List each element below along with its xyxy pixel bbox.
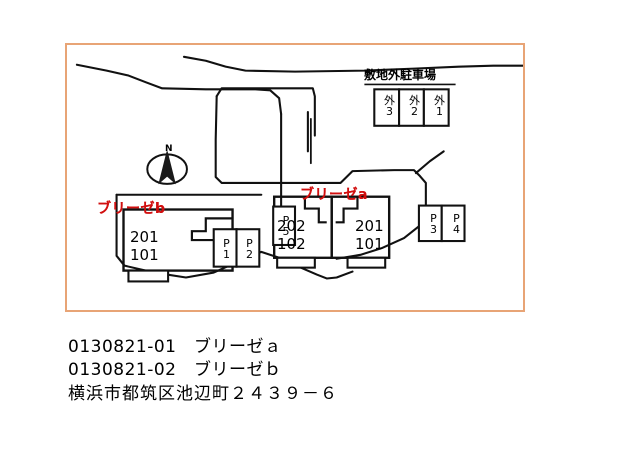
site-boundary-east — [318, 169, 427, 260]
parking-stall-ext2-label[interactable]: 外 2 — [402, 95, 427, 117]
stall-line1: P — [246, 237, 253, 250]
building-breeze-a-balcony-east — [346, 256, 387, 269]
stall-line1: P — [453, 212, 460, 225]
stall-line1: 外 — [409, 94, 420, 107]
stall-line2: 1 — [436, 105, 443, 118]
site-boundary-east-spur — [414, 150, 445, 175]
parking-stall-p1-label[interactable]: P 1 — [215, 238, 238, 260]
compass-north-label: N — [165, 144, 173, 154]
building-breeze-b-balcony — [127, 269, 170, 283]
caption-line-property-b: 0130821-02 ブリーゼｂ — [68, 360, 282, 381]
stall-line2: 2 — [246, 248, 253, 261]
parking-stall-p5-label[interactable]: P 5 — [275, 215, 297, 237]
road-line-upper — [182, 55, 523, 73]
parking-stall-ext3-label[interactable]: 外 3 — [377, 95, 402, 117]
courtyard-outline — [215, 87, 316, 137]
stall-line1: P — [223, 237, 230, 250]
building-breeze-a-stair-east — [335, 196, 359, 224]
stall-line2: 3 — [430, 223, 437, 236]
building-breeze-a-balcony-west — [276, 256, 316, 269]
courtyard-outline-west — [214, 95, 321, 184]
stall-line1: P — [282, 214, 290, 227]
building-breeze-a-unit-102: 102 — [277, 235, 306, 253]
caption-line-address: 横浜市都筑区池辺町２４３９－６ — [68, 383, 338, 404]
stall-line1: 外 — [434, 94, 445, 107]
parking-stall-p3-label[interactable]: P 3 — [422, 213, 445, 235]
building-breeze-a-unit-101: 101 — [355, 235, 384, 253]
stall-line1: 外 — [384, 94, 395, 107]
parking-stall-ext2 — [398, 88, 425, 127]
building-breeze-b-name: ブリーゼb — [97, 201, 166, 217]
parking-stall-p4 — [440, 204, 466, 243]
stall-line2: 5 — [282, 225, 290, 238]
site-plan-frame: N 敷地外駐車場 外 3 外 2 外 1 P 5 P 1 P 2 P — [65, 43, 525, 312]
building-breeze-a-stair-west — [303, 196, 327, 224]
stall-line2: 2 — [411, 105, 418, 118]
stall-line1: P — [430, 212, 437, 225]
stall-line2: 3 — [386, 105, 393, 118]
parking-stall-p2 — [235, 228, 261, 268]
stall-line2: 1 — [223, 248, 230, 261]
offsite-parking-title: 敷地外駐車場 — [364, 68, 437, 82]
parking-stall-ext1 — [422, 88, 450, 127]
parking-stall-p2-label[interactable]: P 2 — [238, 238, 261, 260]
site-plan-drawing — [75, 55, 523, 283]
building-breeze-b-unit-201: 201 — [130, 228, 159, 246]
caption-block: 0130821-01 ブリーゼａ 0130821-02 ブリーゼｂ 横浜市都筑区… — [68, 336, 588, 406]
road-line-lower — [75, 63, 283, 115]
building-breeze-a-name: ブリーゼa — [300, 187, 368, 203]
caption-line-property-a: 0130821-01 ブリーゼａ — [68, 337, 282, 357]
building-breeze-a-unit-201: 201 — [355, 217, 384, 235]
building-breeze-a-unit-202: 202 — [277, 217, 306, 235]
parking-stall-p4-label[interactable]: P 4 — [445, 213, 468, 235]
stall-line2: 4 — [453, 223, 460, 236]
compass-needle — [158, 151, 176, 185]
building-breeze-b-stair — [190, 217, 233, 242]
parking-stall-p5 — [272, 205, 297, 247]
parking-stall-ext1-label[interactable]: 外 1 — [427, 95, 452, 117]
building-breeze-b-unit-101: 101 — [130, 246, 159, 264]
